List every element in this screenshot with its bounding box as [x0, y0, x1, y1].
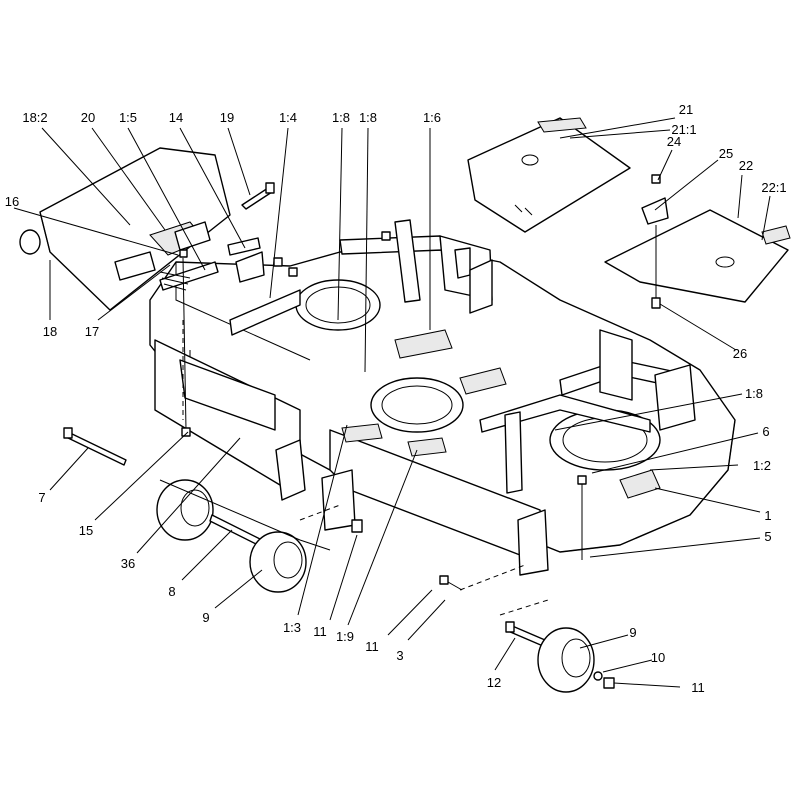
leader-lines	[13, 117, 771, 688]
callout-8: 8	[168, 584, 175, 599]
parts-drawing	[19, 117, 791, 693]
callout-1-8-a: 1:8	[332, 110, 350, 125]
callout-7: 7	[38, 490, 45, 505]
bolt-19	[241, 182, 275, 210]
callout-21: 21	[679, 102, 693, 117]
deck-frame-braces	[229, 219, 696, 499]
axle-bolt-7	[63, 427, 127, 466]
callout-1-8-c: 1:8	[745, 386, 763, 401]
belt-cover-22	[604, 209, 791, 303]
belt-cover-21	[467, 117, 631, 233]
callout-11-a: 11	[313, 624, 327, 639]
callout-1-5: 1:5	[119, 110, 137, 125]
callout-36: 36	[121, 556, 135, 571]
callout-20: 20	[81, 110, 95, 125]
front-left-wheels	[156, 479, 363, 593]
callout-26: 26	[733, 346, 747, 361]
callout-16: 16	[5, 194, 19, 209]
callout-labels: 18:2 20 1:5 14 19 1:4 1:8 1:8 1:6 21 21:…	[5, 102, 787, 695]
callout-1-4: 1:4	[279, 110, 297, 125]
rear-wheel-assembly	[439, 575, 615, 693]
callout-12: 12	[487, 675, 501, 690]
callout-1-8-b: 1:8	[359, 110, 377, 125]
callout-15: 15	[79, 523, 93, 538]
callout-1-9: 1:9	[336, 629, 354, 644]
callout-14: 14	[169, 110, 183, 125]
callout-1-6: 1:6	[423, 110, 441, 125]
callout-5: 5	[764, 529, 771, 544]
callout-24: 24	[667, 134, 681, 149]
callout-25: 25	[719, 146, 733, 161]
callout-18: 18	[43, 324, 57, 339]
callout-9-b: 9	[629, 625, 636, 640]
callout-6: 6	[762, 424, 769, 439]
callout-3: 3	[396, 648, 403, 663]
assembly-guide-lines	[182, 320, 549, 616]
callout-1-3: 1:3	[283, 620, 301, 635]
callout-9-a: 9	[202, 610, 209, 625]
callout-18-2: 18:2	[22, 110, 47, 125]
callout-1: 1	[764, 508, 771, 523]
callout-11-c: 11	[691, 680, 705, 695]
deflector-hinge	[114, 221, 265, 291]
callout-19: 19	[220, 110, 234, 125]
callout-10: 10	[651, 650, 665, 665]
callout-21-1: 21:1	[671, 122, 696, 137]
callout-22-1: 22:1	[761, 180, 786, 195]
callout-1-2: 1:2	[753, 458, 771, 473]
callout-22: 22	[739, 158, 753, 173]
callout-11-b: 11	[365, 639, 379, 654]
callout-17: 17	[85, 324, 99, 339]
deck-fasteners	[179, 231, 587, 560]
